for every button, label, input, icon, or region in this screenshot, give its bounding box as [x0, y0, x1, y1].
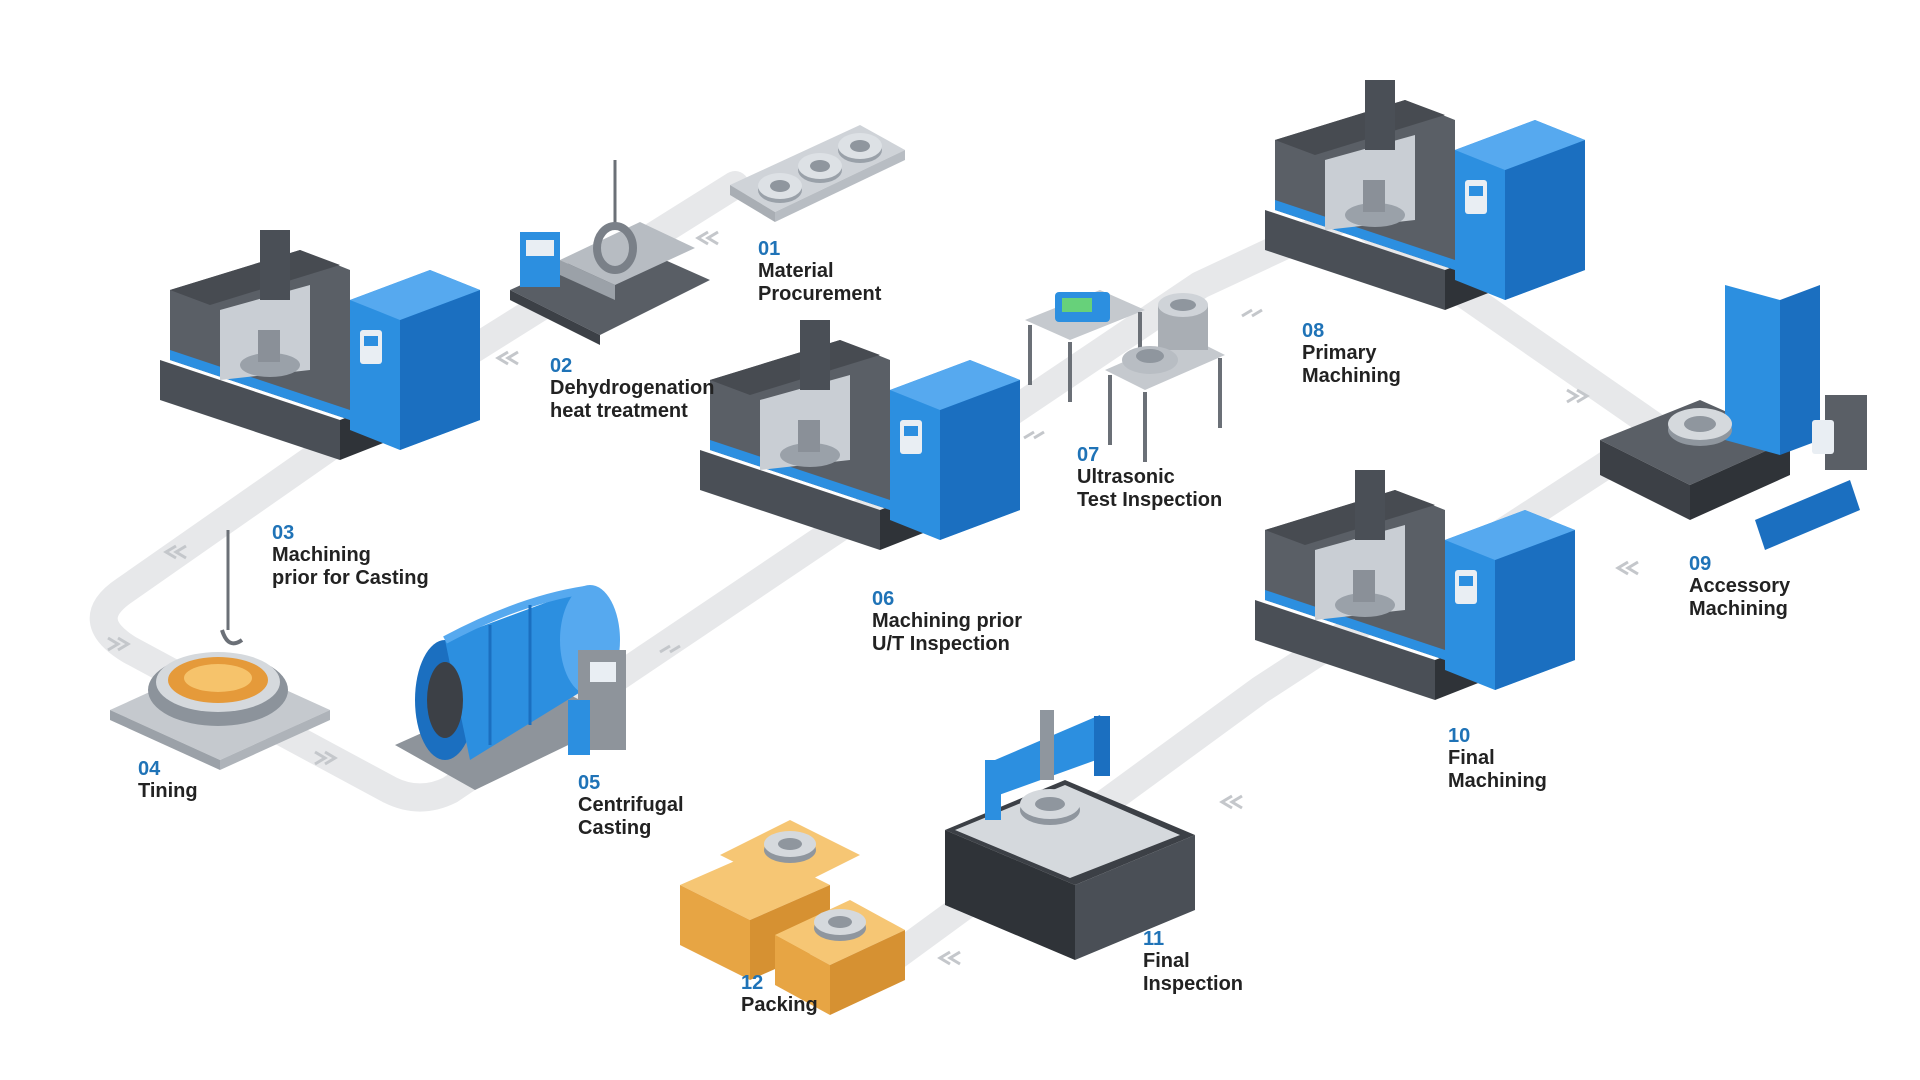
cnc-machine-icon — [700, 320, 1020, 550]
step-label-07: 07 Ultrasonic Test Inspection — [1077, 444, 1222, 511]
step-number: 07 — [1077, 444, 1100, 466]
rings-on-plate-icon — [730, 125, 905, 222]
milling-machine-icon — [1600, 285, 1867, 550]
step-label-10: 10 Final Machining — [1448, 725, 1547, 792]
step-label-04: 04 Tining — [138, 758, 198, 803]
step-label-06: 06 Machining prior U/T Inspection — [872, 588, 1022, 655]
step-title: Primary Machining — [1302, 342, 1401, 387]
step-title: Final Inspection — [1143, 950, 1244, 995]
cmm-inspection-icon — [945, 710, 1195, 960]
step-title: Centrifugal Casting — [578, 794, 684, 839]
step-number: 02 — [550, 355, 573, 377]
flow-arrows — [107, 230, 1639, 966]
molten-crucible-icon — [110, 530, 330, 770]
step-title: Material Procurement — [758, 260, 882, 305]
step-number: 06 — [872, 588, 895, 610]
step-label-02: 02 Dehydrogenation heat treatment — [550, 355, 714, 422]
step-label-12: 12 Packing — [741, 972, 818, 1017]
step-title: Ultrasonic Test Inspection — [1077, 466, 1223, 511]
cnc-machine-icon — [1265, 80, 1585, 310]
step-number: 03 — [272, 522, 295, 544]
cnc-machine-icon — [160, 230, 480, 460]
step-label-03: 03 Machining prior for Casting — [272, 522, 429, 589]
step-number: 01 — [758, 238, 781, 260]
ultrasonic-tester-icon — [1025, 290, 1225, 462]
step-number: 09 — [1689, 553, 1712, 575]
step-number: 12 — [741, 972, 764, 994]
heat-treatment-furnace-icon — [510, 160, 710, 345]
step-title: Tining — [138, 780, 198, 803]
step-label-09: 09 Accessory Machining — [1689, 553, 1790, 620]
step-title: Packing — [741, 994, 818, 1017]
step-label-11: 11 Final Inspection — [1143, 928, 1243, 995]
step-title: Dehydrogenation heat treatment — [550, 377, 715, 422]
step-number: 11 — [1143, 928, 1165, 950]
step-number: 10 — [1448, 725, 1471, 747]
centrifugal-casting-machine-icon — [395, 585, 626, 790]
step-number: 05 — [578, 772, 601, 794]
step-number: 08 — [1302, 320, 1325, 342]
step-number: 04 — [138, 758, 161, 780]
step-label-05: 05 Centrifugal Casting — [578, 772, 684, 839]
step-title: Accessory Machining — [1689, 575, 1791, 620]
flow-path — [89, 171, 1674, 989]
packing-boxes-icon — [680, 820, 905, 1015]
step-title: Machining prior for Casting — [272, 544, 429, 589]
step-label-08: 08 Primary Machining — [1302, 320, 1401, 387]
step-label-01: 01 Material Procurement — [758, 238, 881, 305]
step-title: Machining prior U/T Inspection — [872, 610, 1022, 655]
step-title: Final Machining — [1448, 747, 1547, 792]
